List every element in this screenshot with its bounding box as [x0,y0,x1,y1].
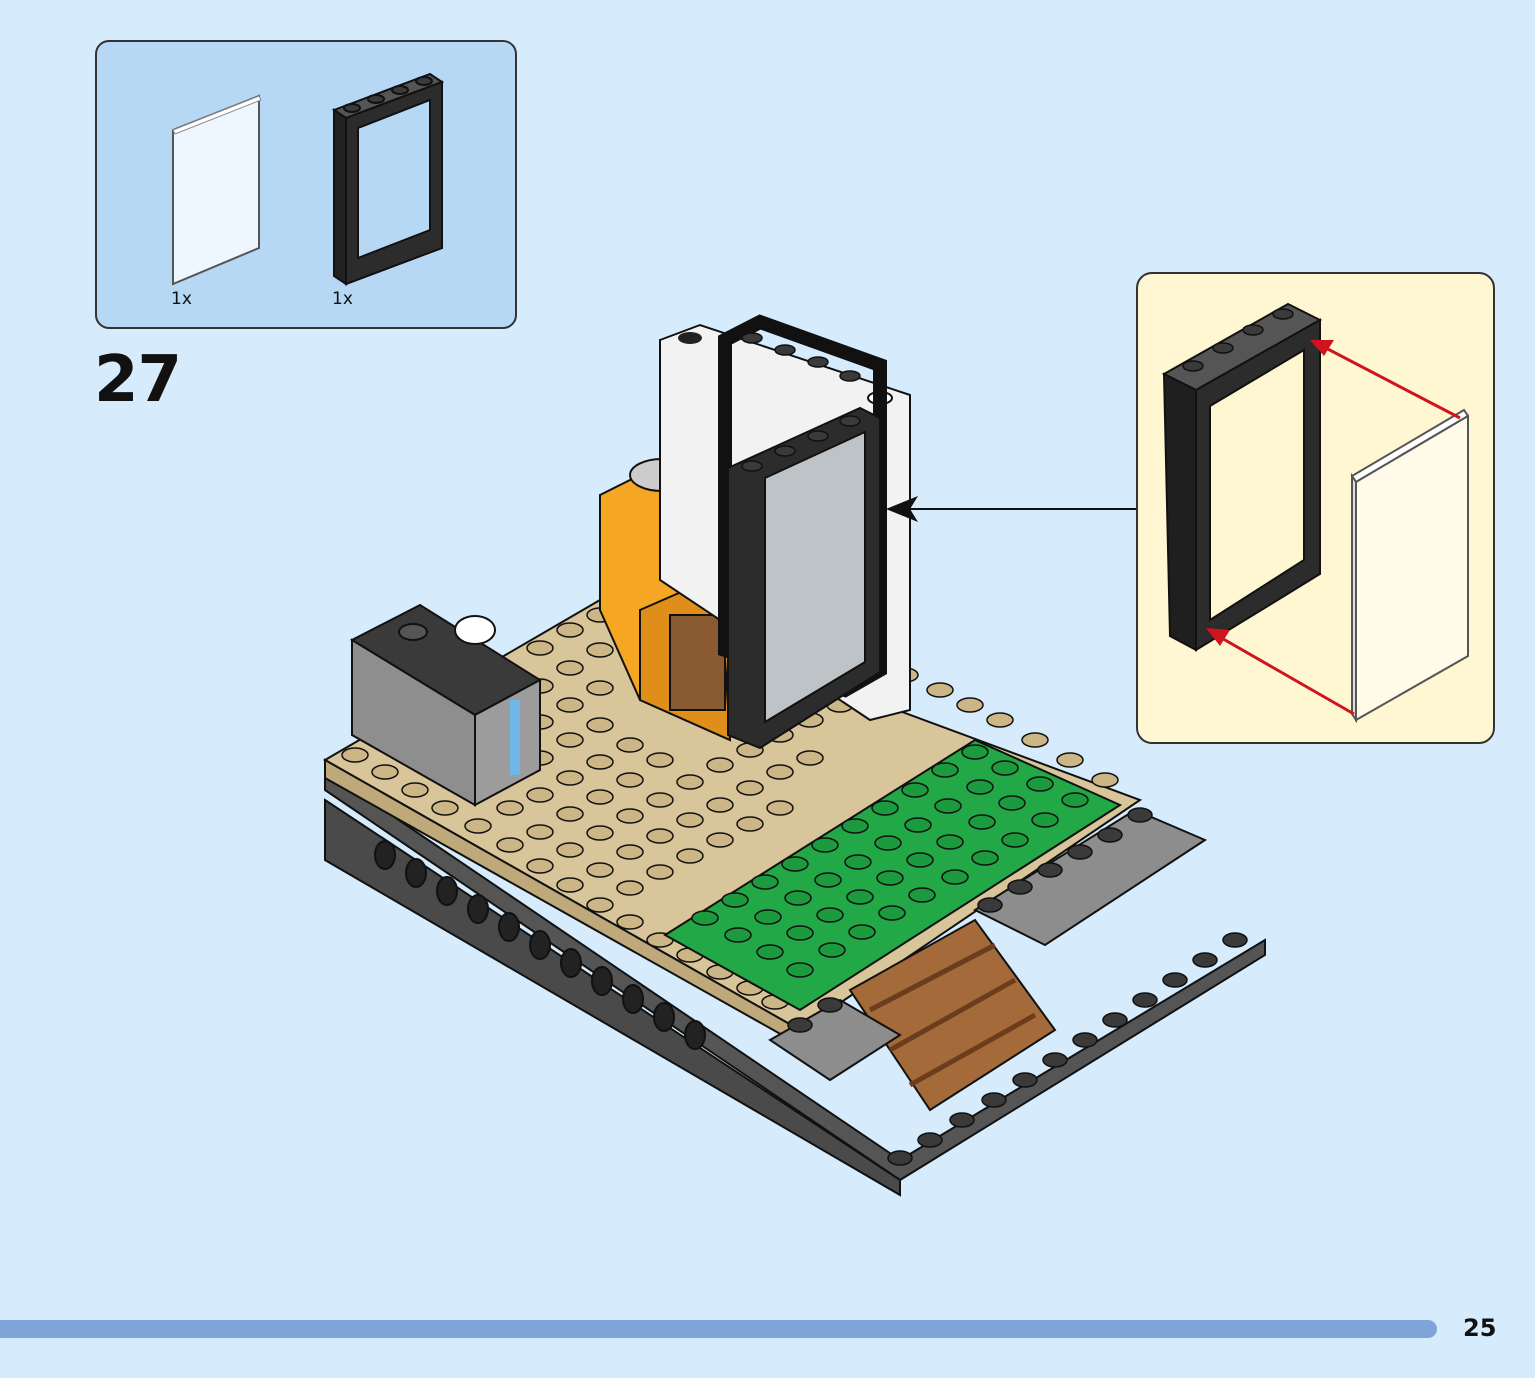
tan-studs [341,607,1119,1010]
gray-side-blocks [972,808,1208,947]
window-frame-part-icon [331,72,445,286]
technic-holes [374,840,706,1050]
red-arrow-bottom [1217,634,1355,716]
step-number: 27 [94,343,182,417]
assembly-callout-box [1136,272,1495,744]
glass-pane-quantity: 1x [171,289,192,309]
parts-list-box: 1x 1x [95,40,517,329]
window-frame-quantity: 1x [332,289,353,309]
page-number: 25 [1463,1314,1497,1342]
callout-assembly-illustration [1161,302,1470,724]
green-studs [691,744,1089,978]
gray-studs [787,807,1248,1166]
base-front-left [324,798,901,1197]
page-progress-bar [0,1320,1437,1338]
red-arrow-top [1321,344,1461,420]
glass-pane-part-icon [172,94,262,286]
cup-icon [454,615,496,645]
callout-pointer-arrowhead [886,496,918,522]
